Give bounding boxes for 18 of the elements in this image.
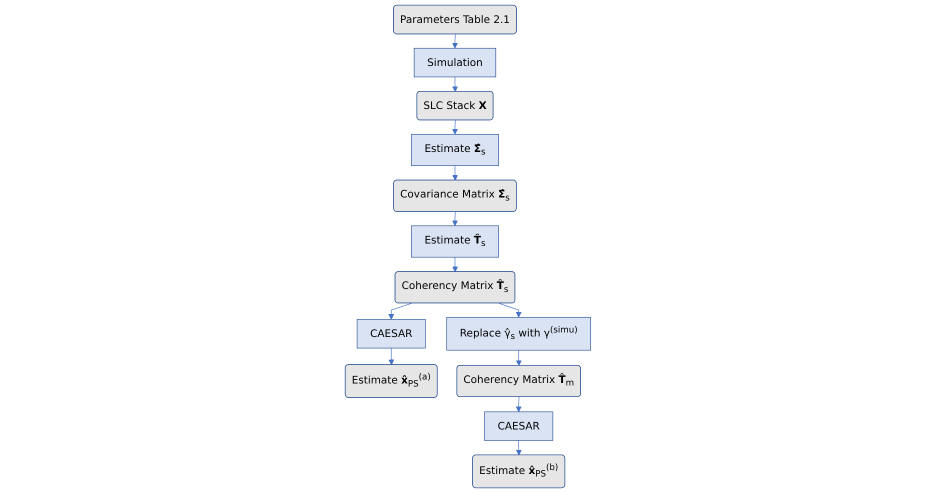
arrow: [452, 120, 458, 135]
node-box: CAESAR: [484, 412, 553, 441]
arrow: [388, 348, 394, 366]
arrow: [388, 302, 412, 320]
node-box: Simulation: [413, 48, 496, 78]
arrow: [515, 396, 522, 412]
arrow: [452, 34, 458, 48]
arrow: [452, 76, 458, 92]
arrow: [516, 350, 522, 366]
node-box: Estimate T̂$_{s}$: [410, 225, 498, 258]
arrow: [515, 440, 522, 456]
arrow: [452, 211, 458, 226]
node-box: Replace γ̂$_{s}$ with γ$^{(simu)}$: [446, 316, 591, 351]
arrow: [452, 165, 458, 181]
arrow: [498, 302, 522, 318]
node-box: Estimate Σ̂$_{s}$: [410, 134, 498, 166]
node-box: CAESAR: [356, 319, 426, 348]
arrow: [452, 256, 458, 272]
